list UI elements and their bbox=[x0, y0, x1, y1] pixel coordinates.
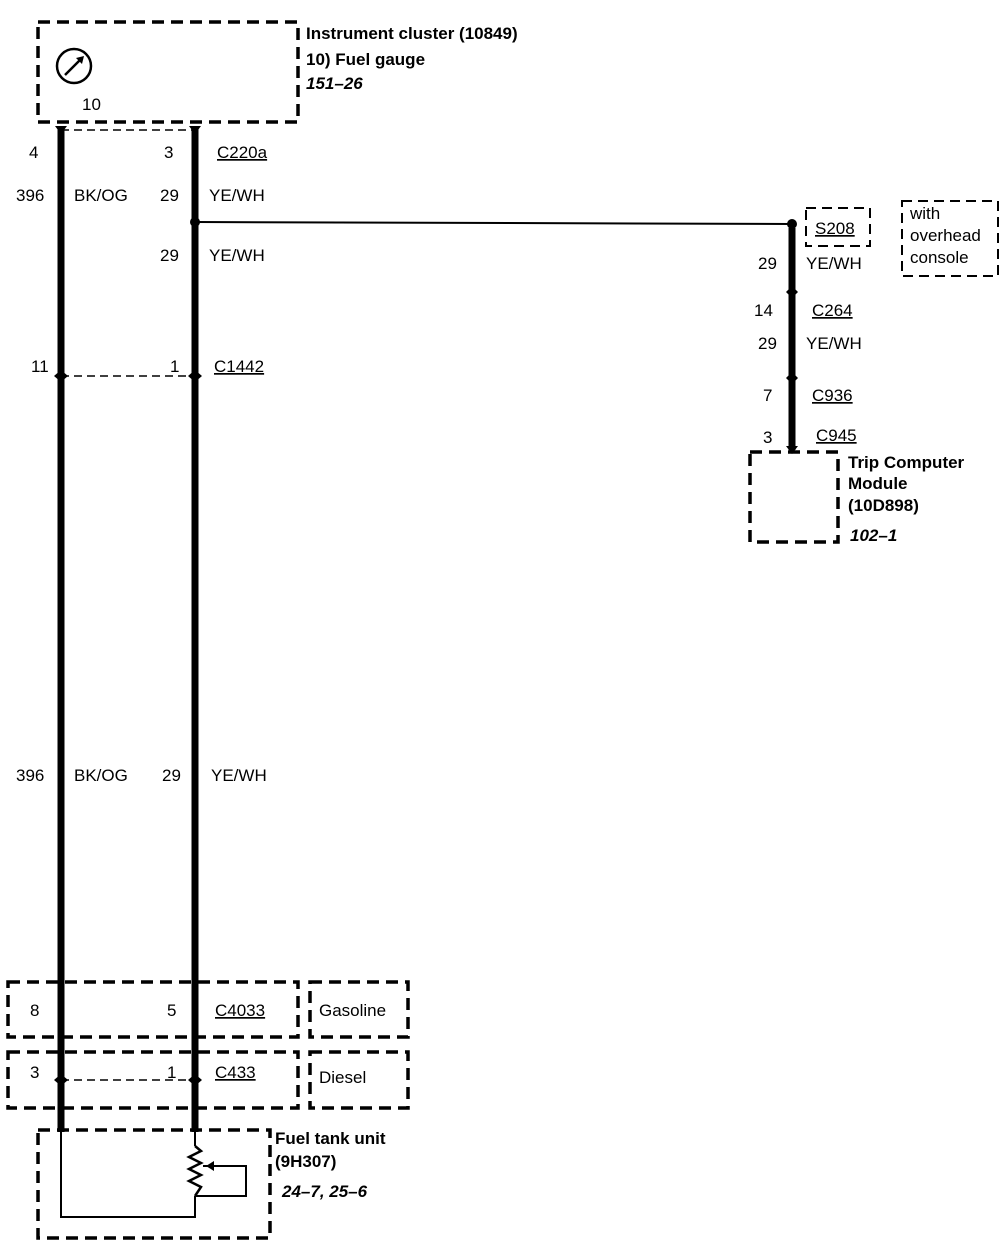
s208-name: S208 bbox=[815, 219, 855, 238]
c264-name: C264 bbox=[812, 301, 853, 320]
instrument-cluster-box bbox=[36, 20, 300, 124]
trip-computer-box bbox=[748, 450, 840, 544]
branch-wire-1-color: YE/WH bbox=[806, 254, 862, 273]
wire-right-lower-circuit: 29 bbox=[162, 766, 181, 785]
wire-right-upper-color: YE/WH bbox=[209, 186, 265, 205]
branch-wire bbox=[194, 221, 793, 225]
c4033-name: C4033 bbox=[215, 1001, 265, 1020]
c4033-pin-left: 8 bbox=[30, 1001, 39, 1020]
fuel-tank-line2: (9H307) bbox=[275, 1152, 336, 1171]
wire-left-upper-circuit: 396 bbox=[16, 186, 44, 205]
connector-c1442: 11 1 C1442 bbox=[31, 357, 264, 382]
branch-wire-1-circuit: 29 bbox=[758, 254, 777, 273]
wire-right-mid-circuit: 29 bbox=[160, 246, 179, 265]
trip-computer-line2: Module bbox=[848, 474, 908, 493]
trip-computer-line3: (10D898) bbox=[848, 496, 919, 515]
trip-computer-line1: Trip Computer bbox=[848, 453, 965, 472]
c433-box bbox=[6, 1050, 300, 1110]
connector-c4033: 8 5 C4033 Gasoline bbox=[6, 980, 410, 1039]
c264-pin: 14 bbox=[754, 301, 773, 320]
cluster-pin-label: 10 bbox=[82, 95, 101, 114]
wire-left-lower-color: BK/OG bbox=[74, 766, 128, 785]
c4033-variant: Gasoline bbox=[319, 1001, 386, 1020]
wire-left-upper-color: BK/OG bbox=[74, 186, 128, 205]
fuel-tank-unit: Fuel tank unit (9H307) 24–7, 25–6 bbox=[36, 1128, 386, 1240]
s208-note-line1: with bbox=[909, 204, 940, 223]
cluster-subtitle: 10) Fuel gauge bbox=[306, 50, 425, 69]
c220a-name: C220a bbox=[217, 143, 268, 162]
cluster-title: Instrument cluster (10849) bbox=[306, 24, 518, 43]
connector-c945: 3 C945 bbox=[763, 426, 857, 454]
instrument-cluster: 10 Instrument cluster (10849) 10) Fuel g… bbox=[36, 20, 518, 124]
gauge-icon bbox=[55, 47, 93, 85]
c936-pin: 7 bbox=[763, 386, 772, 405]
c1442-name: C1442 bbox=[214, 357, 264, 376]
wire-right-mid-color: YE/WH bbox=[209, 246, 265, 265]
c433-variant: Diesel bbox=[319, 1068, 366, 1087]
s208-note-box bbox=[901, 200, 999, 277]
splice-dot-branch bbox=[787, 219, 797, 229]
connector-c433: 3 1 C433 Diesel bbox=[6, 1050, 410, 1110]
c220a-pin-left: 4 bbox=[29, 143, 38, 162]
diesel-box bbox=[308, 1050, 410, 1110]
c945-name: C945 bbox=[816, 426, 857, 445]
wire-left-lower-circuit: 396 bbox=[16, 766, 44, 785]
cluster-ref: 151–26 bbox=[306, 74, 363, 93]
s208-note-line2: overhead bbox=[910, 226, 981, 245]
trip-computer-module: Trip Computer Module (10D898) 102–1 bbox=[748, 450, 965, 545]
s208-note-line3: console bbox=[910, 248, 969, 267]
fuel-tank-internal-wire bbox=[60, 1132, 196, 1218]
branch-wire-2-color: YE/WH bbox=[806, 334, 862, 353]
c936-name: C936 bbox=[812, 386, 853, 405]
c1442-pin-right: 1 bbox=[170, 357, 179, 376]
fuel-tank-ref: 24–7, 25–6 bbox=[281, 1182, 368, 1201]
connector-c936: 7 C936 bbox=[763, 372, 853, 405]
splice-s208: S208 with overhead console bbox=[805, 200, 999, 277]
c4033-box bbox=[6, 980, 300, 1039]
c220a-pin-right: 3 bbox=[164, 143, 173, 162]
wire-right-upper-circuit: 29 bbox=[160, 186, 179, 205]
c945-pin: 3 bbox=[763, 428, 772, 447]
c1442-pin-left: 11 bbox=[31, 357, 49, 376]
c4033-pin-right: 5 bbox=[167, 1001, 176, 1020]
fuel-tank-line1: Fuel tank unit bbox=[275, 1129, 386, 1148]
gasoline-box bbox=[308, 980, 410, 1039]
connector-c220a: 4 3 C220a bbox=[29, 126, 268, 162]
c433-name: C433 bbox=[215, 1063, 256, 1082]
c433-pin-right: 1 bbox=[167, 1063, 176, 1082]
trip-computer-ref: 102–1 bbox=[850, 526, 897, 545]
c433-pin-left: 3 bbox=[30, 1063, 39, 1082]
variable-resistor-icon bbox=[186, 1145, 247, 1197]
branch-wire-2-circuit: 29 bbox=[758, 334, 777, 353]
fuel-tank-box bbox=[36, 1128, 272, 1240]
connector-c264: 14 C264 bbox=[754, 286, 853, 320]
wire-right-lower-color: YE/WH bbox=[211, 766, 267, 785]
